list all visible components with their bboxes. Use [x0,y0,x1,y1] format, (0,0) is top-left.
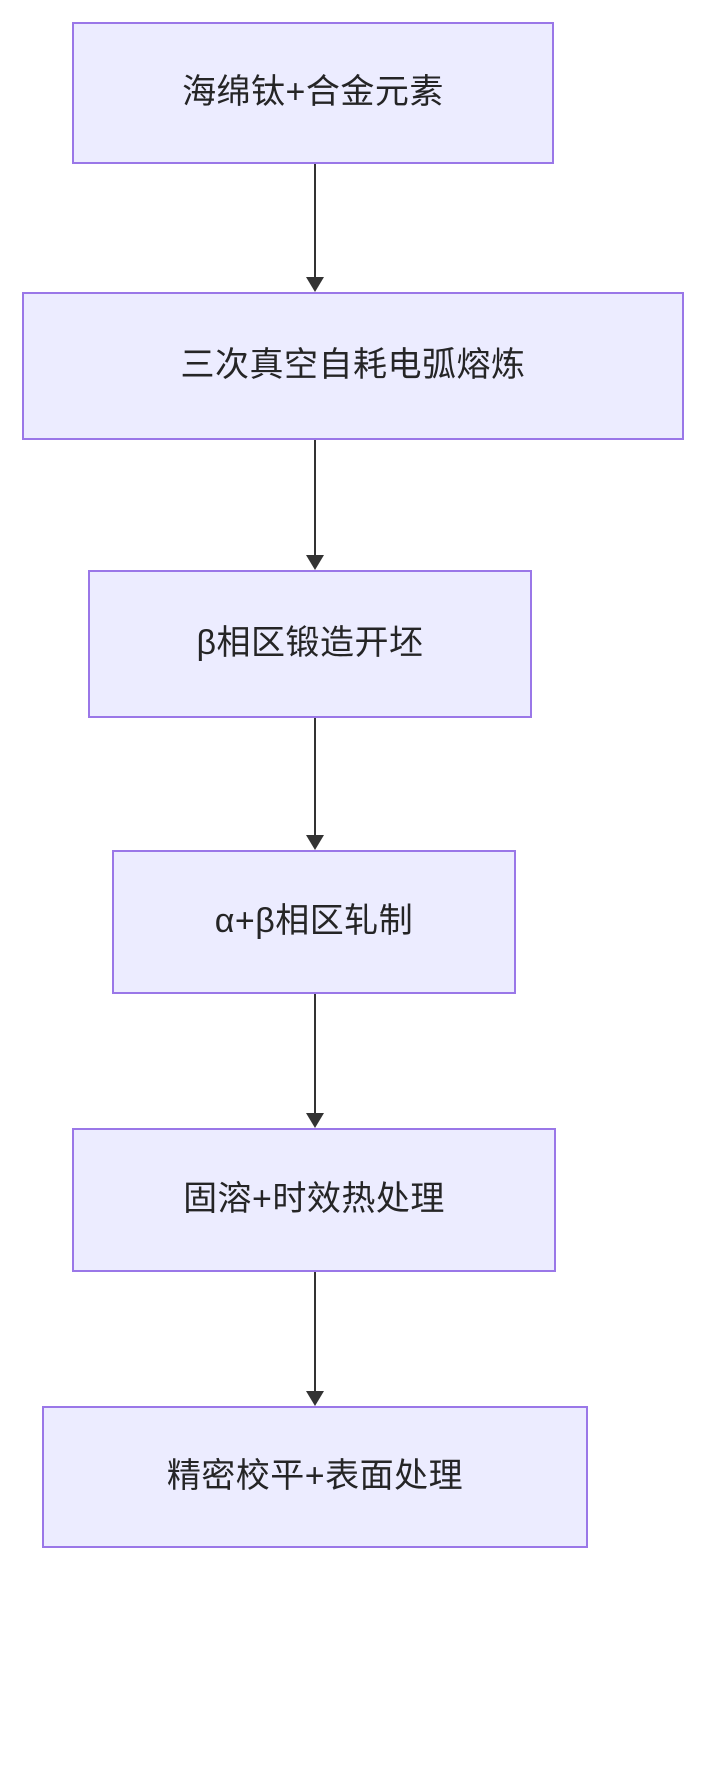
arrowhead-icon [306,555,324,570]
flow-edge-n5-to-n6 [306,1272,324,1406]
flow-node-label: 固溶+时效热处理 [183,1180,445,1219]
edge-line [314,164,316,278]
flow-edge-n2-to-n3 [306,440,324,570]
flow-edge-n4-to-n5 [306,994,324,1128]
flow-node-n2[interactable]: 三次真空自耗电弧熔炼 [22,292,684,440]
arrowhead-icon [306,1113,324,1128]
arrowhead-icon [306,1391,324,1406]
edge-line [314,718,316,836]
flow-node-n5[interactable]: 固溶+时效热处理 [72,1128,556,1272]
flow-node-n4[interactable]: α+β相区轧制 [112,850,516,994]
flow-node-label: β相区锻造开坯 [196,624,424,663]
flow-node-n3[interactable]: β相区锻造开坯 [88,570,532,718]
arrowhead-icon [306,835,324,850]
edge-line [314,1272,316,1392]
flow-edge-n3-to-n4 [306,718,324,850]
flow-node-label: 精密校平+表面处理 [166,1457,464,1496]
flow-node-label: α+β相区轧制 [214,902,414,941]
flow-node-n6[interactable]: 精密校平+表面处理 [42,1406,588,1548]
edge-line [314,994,316,1114]
flow-node-label: 三次真空自耗电弧熔炼 [180,346,526,385]
flow-node-n1[interactable]: 海绵钛+合金元素 [72,22,554,164]
flow-node-label: 海绵钛+合金元素 [182,73,444,112]
flow-edge-n1-to-n2 [306,164,324,292]
edge-line [314,440,316,556]
arrowhead-icon [306,277,324,292]
